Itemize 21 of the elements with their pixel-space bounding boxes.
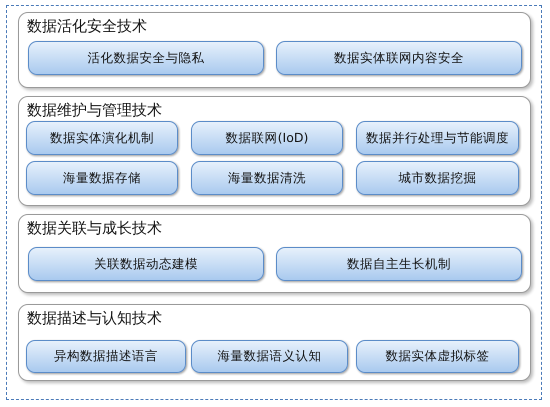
panel-title: 数据活化安全技术 bbox=[27, 17, 147, 36]
technology-pill: 海量数据语义认知 bbox=[191, 340, 348, 373]
technology-pill: 异构数据描述语言 bbox=[26, 340, 186, 373]
technology-pill: 城市数据挖掘 bbox=[356, 161, 519, 195]
technology-pill: 海量数据存储 bbox=[26, 161, 178, 195]
category-panel bbox=[18, 214, 531, 293]
technology-pill: 数据实体联网内容安全 bbox=[276, 41, 522, 75]
technology-pill: 数据联网(IoD) bbox=[191, 121, 343, 155]
technology-pill: 数据并行处理与节能调度 bbox=[356, 121, 519, 155]
technology-pill: 关联数据动态建模 bbox=[28, 247, 264, 281]
technology-pill: 活化数据安全与隐私 bbox=[28, 41, 264, 75]
category-panel bbox=[18, 96, 531, 206]
category-panel bbox=[18, 304, 531, 381]
technology-pill: 数据实体演化机制 bbox=[26, 121, 178, 155]
technology-pill: 海量数据清洗 bbox=[191, 161, 343, 195]
technology-pill: 数据实体虚拟标签 bbox=[356, 340, 519, 373]
panel-title: 数据关联与成长技术 bbox=[27, 219, 162, 238]
category-panel bbox=[18, 12, 531, 88]
panel-title: 数据描述与认知技术 bbox=[27, 309, 162, 328]
technology-pill: 数据自主生长机制 bbox=[276, 247, 522, 281]
panel-title: 数据维护与管理技术 bbox=[27, 101, 162, 120]
